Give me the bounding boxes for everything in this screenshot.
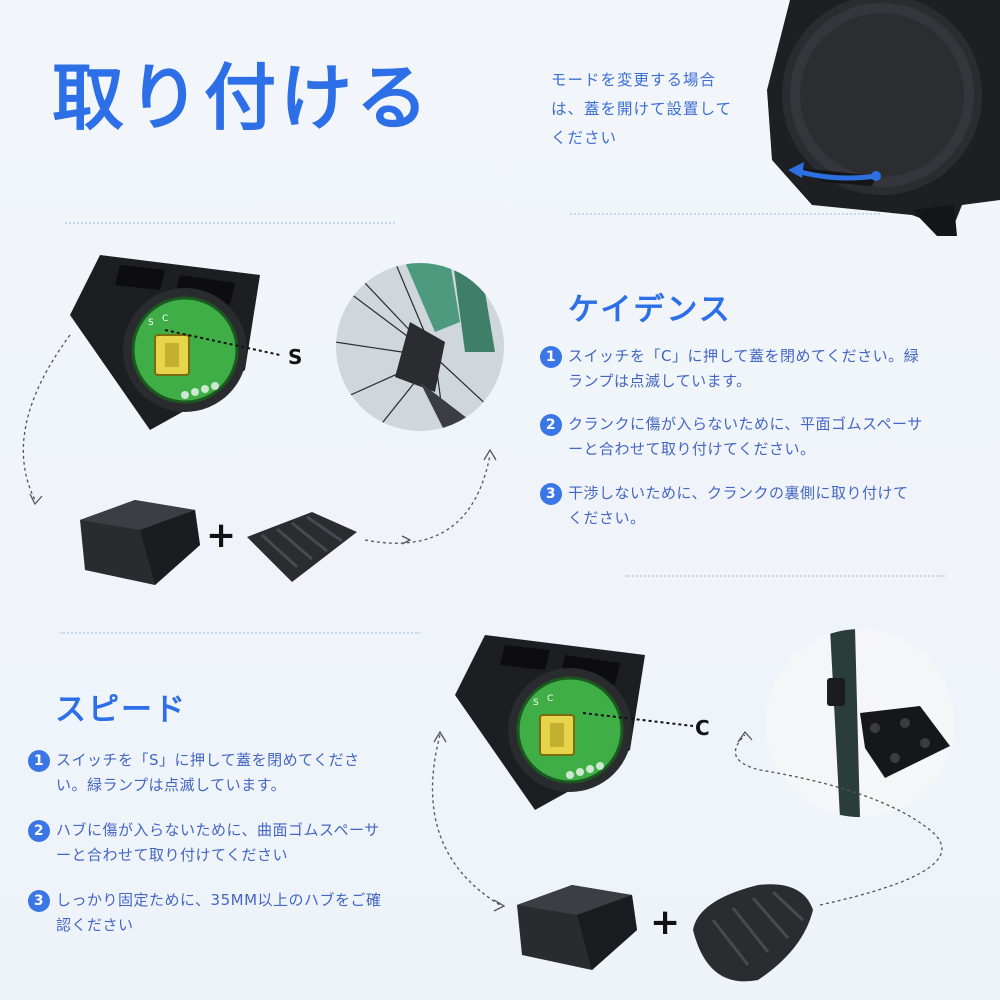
step-text: ハブに傷が入らないために、曲面ゴムスペーサーと合わせて取り付けてください xyxy=(56,821,380,864)
speed-step-1: 1 スイッチを「S」に押して蓋を閉めてください。緑ランプは点滅しています。 xyxy=(28,748,373,798)
step-text: スイッチを「S」に押して蓋を閉めてください。緑ランプは点滅しています。 xyxy=(56,751,360,794)
speed-step-3: 3 しっかり固定ために、35MM以上のハブをご確認ください xyxy=(28,888,388,938)
separator xyxy=(60,632,420,634)
svg-text:C: C xyxy=(162,314,168,324)
speed-title: スピード xyxy=(55,692,187,728)
step-text: しっかり固定ために、35MM以上のハブをご確認ください xyxy=(56,891,382,934)
cadence-step-1: 1 スイッチを「C」に押して蓋を閉めてください。緑ランプは点滅しています。 xyxy=(540,344,920,394)
step-number: 1 xyxy=(28,750,50,772)
separator xyxy=(65,222,395,224)
step-number: 2 xyxy=(540,414,562,436)
page-title: 取り付ける xyxy=(52,56,433,140)
speed-sensor-closed-image xyxy=(517,885,637,970)
step-text: スイッチを「C」に押して蓋を閉めてください。緑ランプは点滅しています。 xyxy=(568,347,920,390)
cadence-step-2: 2 クランクに傷が入らないために、平面ゴムスペーサーと合わせて取り付けてください… xyxy=(540,412,930,462)
speed-step-2: 2 ハブに傷が入らないために、曲面ゴムスペーサーと合わせて取り付けてください xyxy=(28,818,388,868)
hub-photo xyxy=(766,629,954,817)
separator xyxy=(570,213,880,215)
flat-rubber-spacer-image xyxy=(247,512,357,582)
cadence-sensor-open-image: S C xyxy=(70,255,281,430)
speed-sensor-open-image: S C xyxy=(455,635,694,810)
step-number: 3 xyxy=(28,890,50,912)
svg-text:S: S xyxy=(533,698,539,708)
plus-sign: + xyxy=(206,515,237,556)
speed-switch-label: C xyxy=(695,716,710,740)
svg-text:S: S xyxy=(148,318,154,328)
svg-text:C: C xyxy=(547,694,553,704)
step-text: クランクに傷が入らないために、平面ゴムスペーサーと合わせて取り付けてください。 xyxy=(568,415,923,458)
sensor-cap-image xyxy=(767,0,1000,236)
cadence-switch-label: S xyxy=(288,345,303,369)
separator xyxy=(625,575,945,577)
curved-rubber-spacer-image xyxy=(693,884,813,982)
cadence-sensor-closed-image xyxy=(80,500,200,585)
mode-change-note: モードを変更する場合は、蓋を開けて設置してください xyxy=(551,71,733,147)
step-text: 干渉しないために、クランクの裏側に取り付けてください。 xyxy=(568,484,909,527)
step-number: 1 xyxy=(540,346,562,368)
cadence-title: ケイデンス xyxy=(568,292,732,328)
crank-photo xyxy=(336,263,504,431)
cadence-step-3: 3 干渉しないために、クランクの裏側に取り付けてください。 xyxy=(540,481,920,531)
step-number: 2 xyxy=(28,820,50,842)
step-number: 3 xyxy=(540,483,562,505)
plus-sign: + xyxy=(650,902,681,943)
